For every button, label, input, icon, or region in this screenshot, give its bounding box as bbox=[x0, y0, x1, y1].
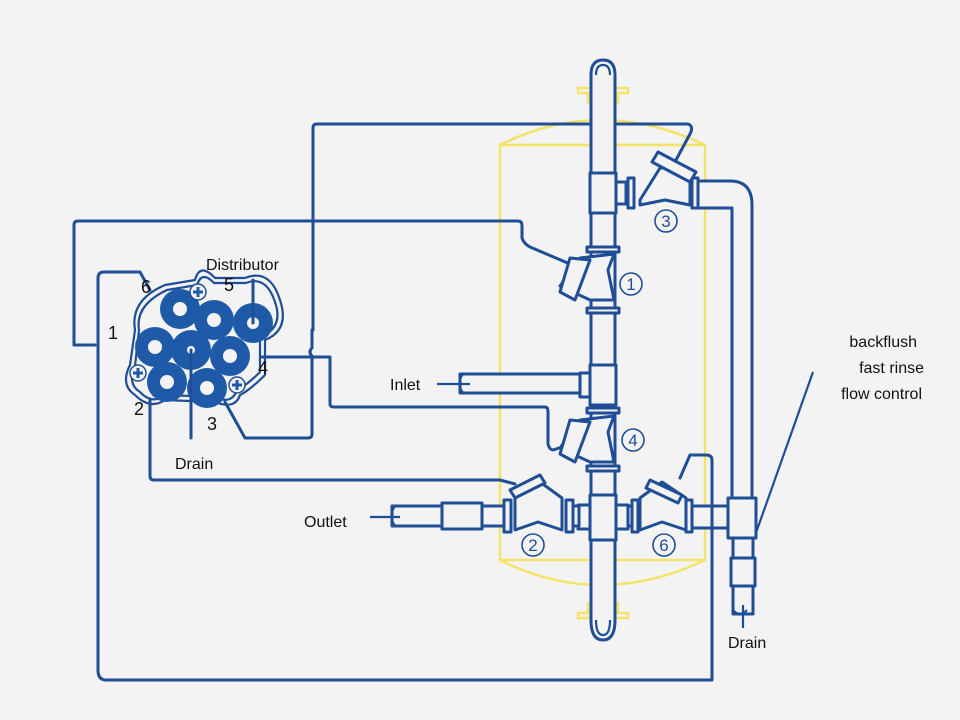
distributor-drain-label: Drain bbox=[175, 456, 213, 473]
port-label-5: 5 bbox=[224, 275, 234, 295]
outlet-pipe bbox=[370, 498, 581, 534]
port-label-1: 1 bbox=[108, 323, 118, 343]
valve-number-6: 6 bbox=[652, 533, 676, 557]
svg-text:1: 1 bbox=[626, 275, 635, 294]
flow-control-label-line1: backflush bbox=[849, 334, 917, 351]
distributor bbox=[124, 269, 284, 440]
inlet-label: Inlet bbox=[390, 377, 421, 394]
flow-control-label-line3: flow control bbox=[841, 386, 922, 403]
drain-label: Drain bbox=[728, 635, 766, 652]
valve-number-2: 2 bbox=[521, 533, 545, 557]
inlet-pipe bbox=[437, 372, 582, 395]
svg-text:2: 2 bbox=[528, 536, 537, 555]
valve-number-1: 1 bbox=[619, 272, 643, 296]
screw-icon bbox=[129, 283, 246, 394]
drain-pipe bbox=[626, 176, 758, 628]
valve-1 bbox=[558, 252, 616, 302]
port-label-2: 2 bbox=[134, 399, 144, 419]
valve-2 bbox=[508, 473, 564, 532]
outlet-label: Outlet bbox=[304, 514, 347, 531]
svg-text:6: 6 bbox=[659, 536, 668, 555]
valve-6 bbox=[638, 478, 688, 532]
svg-text:4: 4 bbox=[628, 431, 637, 450]
port-label-6: 6 bbox=[141, 277, 151, 297]
main-pipe bbox=[576, 58, 636, 642]
port-label-4: 4 bbox=[258, 358, 268, 378]
distributor-label: Distributor bbox=[206, 257, 280, 274]
valve-number-3: 3 bbox=[654, 209, 678, 233]
port-label-3: 3 bbox=[207, 414, 217, 434]
valve-3 bbox=[638, 150, 698, 207]
distributor-port bbox=[135, 289, 273, 408]
valve-number-4: 4 bbox=[621, 428, 645, 452]
valve-4 bbox=[558, 414, 616, 464]
svg-text:3: 3 bbox=[661, 212, 670, 231]
flow-control-label-line2: fast rinse bbox=[859, 360, 924, 377]
